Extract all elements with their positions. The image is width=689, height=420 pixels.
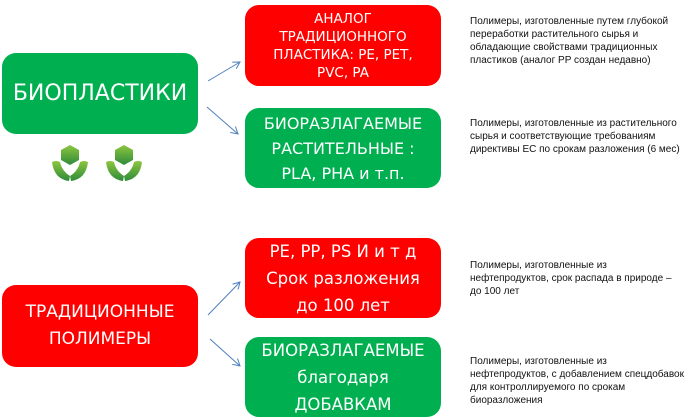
- bio-biodegradable-description: Полимеры, изготовленные из растительного…: [470, 118, 680, 155]
- conventional-polymers-box: PE, PP, PS И и т д Срок разложения до 10…: [245, 238, 441, 318]
- traditional-polymers-box: ТРАДИЦИОННЫЕ ПОЛИМЕРЫ: [2, 285, 198, 367]
- bio-analog-description: Полимеры, изготовленные путем глубокой п…: [470, 16, 669, 66]
- sprout-icon: [52, 145, 88, 181]
- arrow-bio-analog: [207, 62, 240, 82]
- bio-biodegradable-box: БИОРАЗЛАГАЕМЫЕ РАСТИТЕЛЬНЫЕ : PLA, PHA и…: [245, 108, 441, 188]
- sprout-icon: [106, 145, 142, 181]
- additive-biodegradable-box: БИОРАЗЛАГАЕМЫЕ благодаря ДОБАВКАМ: [245, 337, 441, 417]
- conventional-description: Полимеры, изготовленные из нефтепродукто…: [470, 260, 672, 297]
- bioplastics-box: БИОПЛАСТИКИ: [2, 53, 198, 134]
- arrow-traditional-conventional: [207, 282, 240, 316]
- arrow-bio-biodegradable: [206, 106, 238, 134]
- additive-description: Полимеры, изготовленные из нефтепродукто…: [470, 356, 684, 406]
- arrow-traditional-additive: [209, 338, 240, 366]
- bio-analog-box: АНАЛОГ ТРАДИЦИОННОГО ПЛАСТИКА: PE, PET, …: [245, 5, 441, 86]
